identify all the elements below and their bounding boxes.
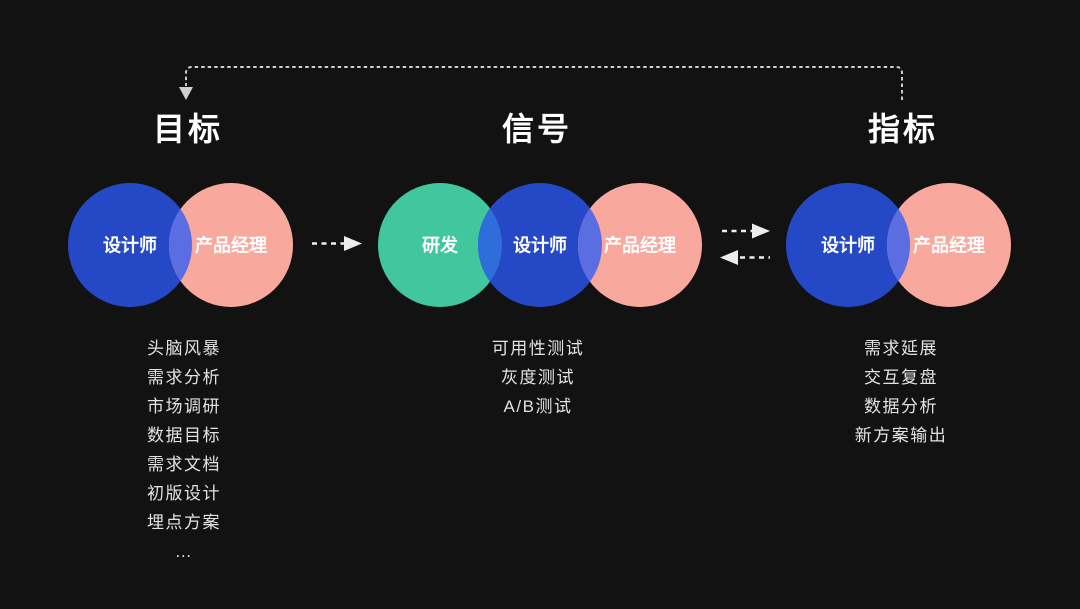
- arrow-head-left: [720, 250, 738, 265]
- circle-rd: [378, 183, 502, 307]
- circle-label-designer: 设计师: [103, 235, 157, 256]
- venn-group-goal: 设计师 产品经理: [68, 183, 293, 307]
- feedback-loop-path: [185, 66, 903, 100]
- circle-product-manager: [169, 183, 293, 307]
- circle-label-product-manager: 产品经理: [913, 235, 985, 256]
- feedback-loop-dashed-arrow: [179, 66, 903, 100]
- venn-group-metric: 设计师 产品经理: [786, 183, 1011, 307]
- circle-label-product-manager: 产品经理: [195, 235, 267, 256]
- list-item: 可用性测试: [491, 339, 585, 358]
- venn-group-signal: 研发 设计师 产品经理: [378, 183, 702, 307]
- circle-label-designer: 设计师: [821, 235, 875, 256]
- overlap-lens: [886, 209, 911, 281]
- list-item: 需求文档: [147, 455, 221, 474]
- list-item: 数据分析: [864, 397, 938, 416]
- list-item: 初版设计: [147, 484, 221, 503]
- circle-label-designer: 设计师: [513, 235, 567, 256]
- arrow-head-right: [752, 223, 770, 239]
- overlap-lens: [478, 208, 502, 282]
- circle-product-manager: [887, 183, 1011, 307]
- list-item: A/B测试: [503, 397, 573, 416]
- circle-product-manager: [578, 183, 702, 307]
- list-item-ellipsis: …: [174, 542, 194, 561]
- list-item: 需求分析: [147, 368, 221, 387]
- list-item: 新方案输出: [854, 426, 948, 445]
- circle-designer: [478, 183, 602, 307]
- arrow-down-icon: [179, 87, 193, 100]
- stage-title-signal: 信号: [501, 111, 573, 147]
- stage-list-metric: 需求延展 交互复盘 数据分析 新方案输出: [855, 334, 948, 450]
- circle-label-rd: 研发: [422, 235, 459, 256]
- stage-title-metric: 指标: [867, 111, 939, 147]
- flow-arrow-left-icon: [720, 250, 770, 265]
- circle-label-product-manager: 产品经理: [604, 235, 676, 256]
- flow-arrow-right-icon: [722, 223, 770, 239]
- circle-designer: [786, 183, 910, 307]
- overlap-lens: [578, 208, 602, 282]
- list-item: 市场调研: [147, 397, 221, 416]
- list-item: 需求延展: [864, 339, 938, 358]
- circle-designer: [68, 183, 192, 307]
- list-item: 灰度测试: [501, 368, 575, 387]
- flow-arrow-right-icon: [312, 236, 362, 251]
- stage-list-goal: 头脑风暴 需求分析 市场调研 数据目标 需求文档 初版设计 埋点方案 …: [147, 334, 221, 566]
- list-item: 交互复盘: [864, 368, 938, 387]
- list-item: 数据目标: [147, 426, 221, 445]
- overlap-lens: [168, 209, 193, 281]
- arrow-head-right: [344, 236, 362, 251]
- stage-title-goal: 目标: [152, 111, 224, 147]
- list-item: 头脑风暴: [147, 339, 221, 358]
- stage-list-signal: 可用性测试 灰度测试 A/B测试: [492, 334, 585, 421]
- list-item: 埋点方案: [147, 513, 221, 532]
